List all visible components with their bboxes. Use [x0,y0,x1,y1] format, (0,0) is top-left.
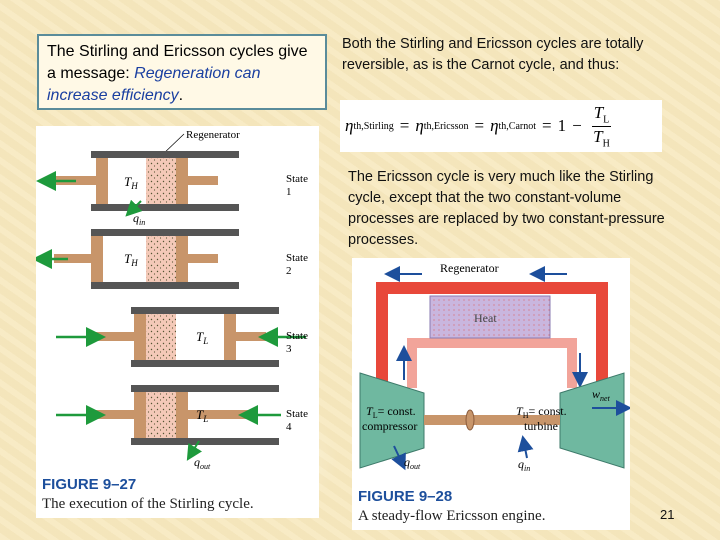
state-3-cylinder: TL State 3 [56,307,308,367]
figure-9-27-caption: The execution of the Stirling cycle. [42,496,254,512]
heat-label: Heat [474,311,497,325]
hot-piston-4 [134,392,146,438]
ericsson-q-in: qin [518,457,530,473]
callout-end: . [178,87,184,104]
minus-sign: − [572,116,582,135]
hot-piston-1 [96,158,108,204]
outer-pipe [376,282,608,388]
figure-9-27-label: FIGURE 9–27 [42,476,137,493]
state-3-num: 3 [286,343,292,355]
regenerator-label: Regenerator [186,129,240,141]
regenerator-block-3 [146,314,176,360]
regenerator-block-4 [146,392,176,438]
callout-highlight: Regeneration can increase efficiency [47,65,261,104]
regenerator-block-1 [146,158,176,204]
heat-exchanger [429,295,551,339]
hot-piston-3 [134,314,146,360]
fraction-denominator: TH [593,127,610,149]
cold-piston-3 [224,314,236,360]
q-out-label: qout [194,455,211,471]
ericsson-q-out: qout [404,455,421,471]
ericsson-diagram: Regenerator Heat TL= const. compressor T… [359,261,632,473]
state-4-num: 4 [286,421,292,433]
page-number: 21 [660,507,675,522]
state-2-label: State [286,252,308,264]
inner-pipe [407,338,577,388]
eta-stirling: η [345,116,354,135]
state-4-label: State [286,408,308,420]
regenerator-block-2 [146,236,176,282]
state-1-cylinder: TH qin State 1 [36,151,308,227]
callout-text: The Stirling and Ericsson cycles give a … [47,43,308,82]
state-3-label: State [286,330,308,342]
state-4-cylinder: TL qout State 4 [56,385,308,471]
denominator-sub: H [602,137,610,149]
shaft [424,415,560,425]
temperature-fraction: TL TH [591,103,612,149]
equals-sign-2: = [474,116,485,135]
turbine-temp: TH= const. [516,404,567,420]
ericsson-paragraph: The Ericsson cycle is very much like the… [348,169,665,248]
eta-carnot-sub: th,Carnot [498,120,537,132]
hot-piston-2 [91,236,103,282]
temp-4: TL [196,407,208,424]
cold-piston-4 [176,392,188,438]
compressor-shape [359,372,425,469]
turbine-label: turbine [524,419,558,433]
turbine-shape [559,372,625,469]
w-net-label: wnet [592,387,611,403]
q-in-arrow [125,199,143,217]
equals-sign-3: = [542,116,552,135]
cold-piston-2 [176,236,188,282]
cold-piston-1 [176,158,188,204]
compressor-label: compressor [362,419,417,433]
ericsson-regenerator-label: Regenerator [440,261,499,275]
regeneration-callout: The Stirling and Ericsson cycles give a … [37,34,327,110]
temp-1: TH [124,174,138,191]
figure-9-28-label: FIGURE 9–28 [358,488,453,505]
state-1-label: State [286,173,308,185]
stirling-figure: Regenerator TH qin State 1 TH [32,126,319,518]
q-in-label: qin [133,211,145,227]
shaft-coupling [465,409,475,431]
compressor-temp: TL= const. [366,404,416,420]
state-1-num: 1 [286,186,292,198]
eta-ericsson: η [415,116,424,135]
eta-ericsson-sub: th,Ericsson [423,120,469,132]
ericsson-figure: Regenerator Heat TL= const. compressor T… [352,258,632,530]
fraction-numerator: TL [591,103,612,127]
q-out-arrow-28 [391,445,406,471]
stirling-diagram: Regenerator TH qin State 1 TH [32,129,308,471]
temp-2: TH [124,251,138,268]
q-in-arrow-28 [517,435,534,459]
numerator-sub: L [603,114,610,126]
figure-9-28-caption: A steady-flow Ericsson engine. [358,508,546,524]
numerator-t: T [593,103,604,123]
temp-3: TL [196,329,208,346]
denominator-t: T [593,126,603,146]
state-2-cylinder: TH State 2 [32,229,308,289]
state-2-num: 2 [286,265,292,277]
eta-carnot: η [490,116,499,135]
intro-paragraph: Both the Stirling and Ericsson cycles ar… [342,36,644,73]
one: 1 [557,116,567,135]
eta-stirling-sub: th,Stirling [353,120,394,132]
equals-sign-1: = [399,116,410,135]
q-out-arrow [186,440,203,461]
